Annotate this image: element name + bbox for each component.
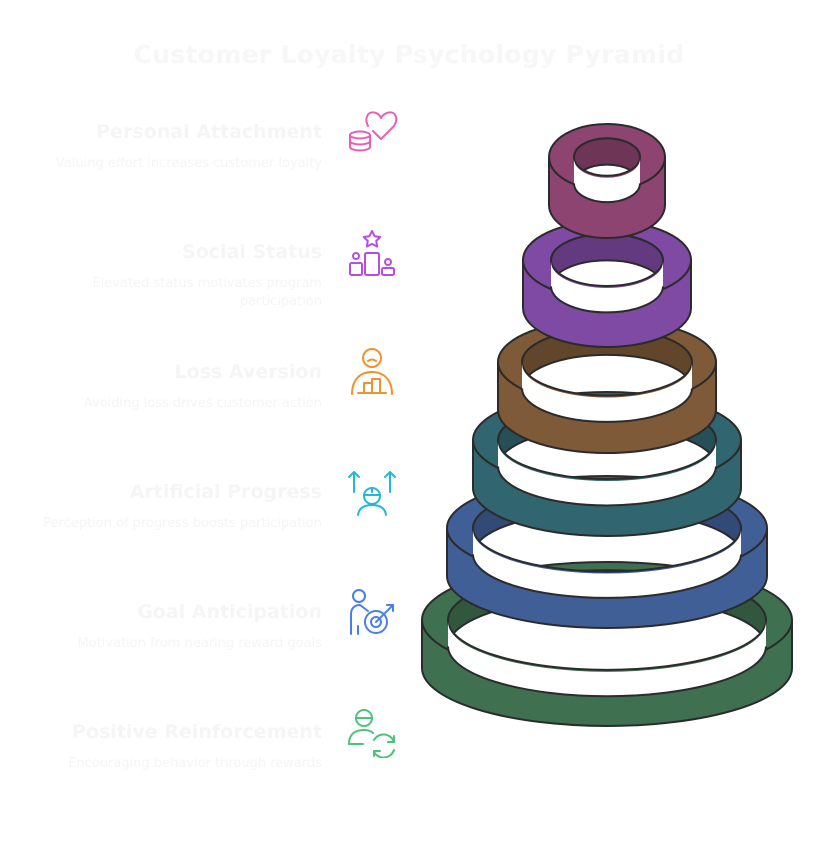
person-target-icon <box>346 586 398 638</box>
level-personal-attachment: Personal Attachment Valuing effort incre… <box>22 121 322 173</box>
level-description: Encouraging behavior through rewards <box>68 756 322 771</box>
level-description: Motivation from nearing reward goals <box>77 636 322 651</box>
sad-person-icon <box>346 346 398 398</box>
level-description: Elevated status motivates program partic… <box>92 276 322 309</box>
coins-heart-icon <box>346 106 398 158</box>
person-cycle-icon <box>346 706 398 759</box>
ring-personal-attachment <box>547 123 667 239</box>
level-title: Positive Reinforcement <box>72 721 322 743</box>
person-arrows-up-icon <box>346 466 398 518</box>
level-artificial-progress: Artificial Progress Perception of progre… <box>22 481 322 533</box>
podium-star-icon <box>346 228 398 280</box>
level-title: Loss Aversion <box>174 361 322 383</box>
level-positive-reinforcement: Positive Reinforcement Encouraging behav… <box>22 721 322 773</box>
level-goal-anticipation: Goal Anticipation Motivation from nearin… <box>22 601 322 653</box>
level-title: Social Status <box>182 241 322 263</box>
level-title: Personal Attachment <box>96 121 322 143</box>
level-social-status: Social Status Elevated status motivates … <box>22 241 322 311</box>
level-description: Valuing effort increases customer loyalt… <box>55 156 322 171</box>
ring-social-status <box>521 220 693 348</box>
level-description: Perception of progress boosts participat… <box>43 516 322 531</box>
level-title: Goal Anticipation <box>137 601 322 623</box>
level-title: Artificial Progress <box>129 481 322 503</box>
diagram-title: Customer Loyalty Psychology Pyramid <box>133 40 685 69</box>
level-description: Avoiding loss drives customer action <box>83 396 322 411</box>
level-loss-aversion: Loss Aversion Avoiding loss drives custo… <box>22 361 322 413</box>
